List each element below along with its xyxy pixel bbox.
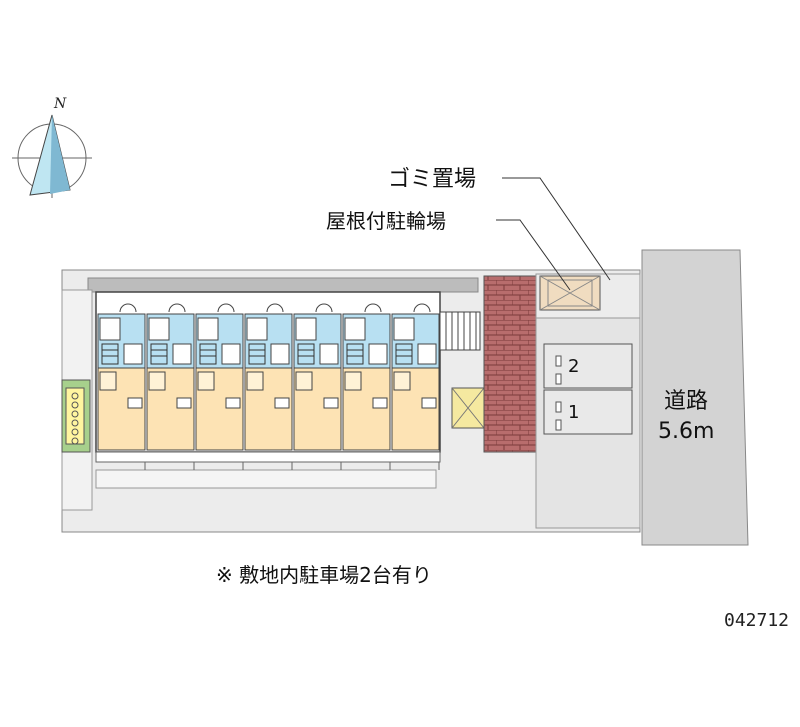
parking-space-label-1: 1: [568, 402, 579, 423]
unit-closet: [295, 371, 313, 391]
road-surface: [641, 249, 749, 546]
unit-stairs: [346, 343, 364, 365]
unit-fixture: [274, 397, 290, 409]
west-planter: [61, 379, 91, 453]
door-swing: [217, 303, 235, 313]
unit-fixture: [176, 397, 192, 409]
unit-kitchen: [270, 343, 290, 365]
apartment-unit: [97, 303, 146, 470]
door-swing: [413, 303, 431, 313]
unit-bath: [99, 317, 121, 341]
unit-closet: [148, 371, 166, 391]
parking-note: ※ 敷地内駐車場2台有り: [216, 563, 432, 587]
apartment-unit: [391, 303, 440, 470]
unit-kitchen: [417, 343, 437, 365]
unit-bath: [344, 317, 366, 341]
unit-stairs: [199, 343, 217, 365]
bicycle-parking-label: 屋根付駐輪場: [326, 209, 446, 233]
apartment-unit: [293, 303, 342, 470]
apartment-unit: [146, 303, 195, 470]
unit-kitchen: [172, 343, 192, 365]
apartment-unit: [342, 303, 391, 470]
door-swing: [364, 303, 382, 313]
unit-closet: [246, 371, 264, 391]
unit-fixture: [372, 397, 388, 409]
unit-bath: [246, 317, 268, 341]
unit-closet: [393, 371, 411, 391]
road: 道路 5.6m: [641, 249, 749, 546]
balcony-strip: [95, 451, 441, 463]
door-swing: [315, 303, 333, 313]
unit-stairs: [395, 343, 413, 365]
bicycle-parking: [539, 275, 601, 311]
callout-garbage: ゴミ置場: [388, 167, 611, 281]
unit-stairs: [248, 343, 266, 365]
parking-lot: 2 1: [535, 317, 641, 529]
unit-kitchen: [368, 343, 388, 365]
equipment-box: [451, 387, 485, 429]
unit-floor: [293, 367, 342, 451]
garbage-area-label: ゴミ置場: [388, 167, 476, 192]
compass-needle-shade: [50, 115, 70, 194]
unit-fixture: [323, 397, 339, 409]
unit-kitchen: [319, 343, 339, 365]
unit-kitchen: [123, 343, 143, 365]
door-swing: [119, 303, 137, 313]
staircase: [439, 311, 481, 351]
north-walkway: [87, 277, 479, 293]
unit-closet: [99, 371, 117, 391]
road-name-label: 道路: [664, 389, 708, 414]
wheel-stop: [555, 419, 562, 431]
road-width-label: 5.6m: [658, 419, 714, 444]
parking-space-label-2: 2: [568, 356, 579, 377]
compass-north-label: N: [53, 96, 67, 112]
wheel-stop: [555, 373, 562, 385]
wheel-stop: [555, 401, 562, 413]
unit-stairs: [101, 343, 119, 365]
apartment-unit: [195, 303, 244, 470]
unit-stairs: [150, 343, 168, 365]
property-code: 042712: [724, 610, 789, 631]
unit-bath: [393, 317, 415, 341]
callout-bicycle: 屋根付駐輪場: [326, 209, 571, 291]
door-swing: [168, 303, 186, 313]
apartment-building: [95, 291, 481, 470]
unit-stairs: [297, 343, 315, 365]
brick-walkway: [483, 275, 537, 453]
meter-panel: [65, 387, 85, 445]
unit-closet: [197, 371, 215, 391]
south-path: [95, 469, 437, 489]
units-group: [97, 303, 440, 470]
compass: N: [12, 96, 92, 198]
unit-fixture: [421, 397, 437, 409]
unit-closet: [344, 371, 362, 391]
unit-bath: [148, 317, 170, 341]
unit-kitchen: [221, 343, 241, 365]
unit-bath: [295, 317, 317, 341]
door-swing: [266, 303, 284, 313]
unit-fixture: [127, 397, 143, 409]
wheel-stop: [555, 355, 562, 367]
unit-bath: [197, 317, 219, 341]
meter-dots: [71, 392, 79, 445]
apartment-unit: [244, 303, 293, 470]
unit-fixture: [225, 397, 241, 409]
